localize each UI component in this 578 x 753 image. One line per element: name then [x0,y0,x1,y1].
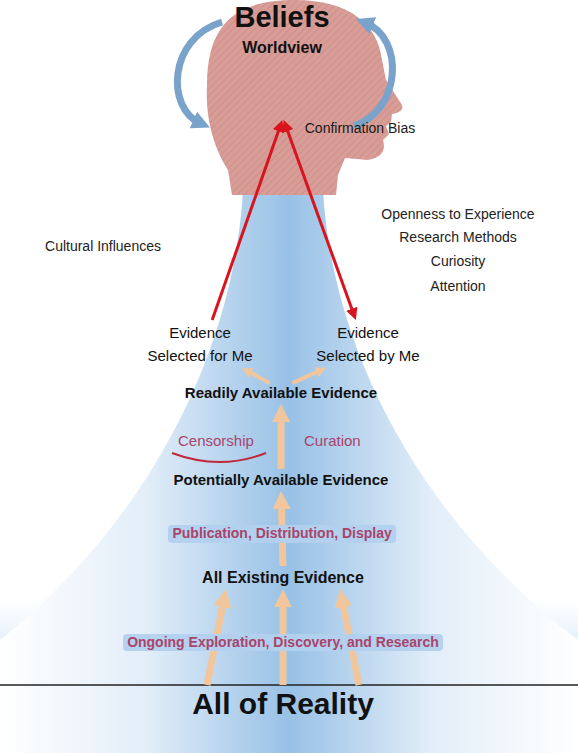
flow-arrow [247,371,269,383]
node-text: Evidence Selected for Me [143,322,258,367]
factor-label: Attention [430,278,485,295]
flow-arrow [292,370,320,383]
evidence-level: Readily Available Evidence [185,384,377,402]
reality-horizon-line [0,684,578,686]
node-text: Confirmation Bias [305,120,416,137]
node-text: All Existing Evidence [202,568,364,587]
node-text: All of Reality [192,687,374,720]
node-text: Evidence Selected by Me [311,322,426,367]
evidence-level: All Existing Evidence [202,568,364,587]
beliefs-heading: Beliefs [234,2,329,34]
factor-label: Curiosity [431,253,485,270]
edge-label: Ongoing Exploration, Discovery, and Rese… [123,634,443,652]
head-outline [207,0,403,195]
evidence-node: Evidence Selected for Me [143,322,258,367]
edge-label: Publication, Distribution, Display [168,525,395,543]
evidence-level: Potentially Available Evidence [174,471,389,489]
node-text: Potentially Available Evidence [174,471,389,489]
censorship-underline [172,453,266,462]
filter-label: Curation [304,432,361,450]
evidence-funnel [0,190,578,753]
worldview-label: Worldview [242,38,322,57]
factor-label: Research Methods [399,229,517,246]
flow-arrow [278,415,285,469]
node-text: Readily Available Evidence [185,384,377,402]
factor-label: Openness to Experience [381,206,534,223]
reality-level: All of Reality [192,687,374,720]
evidence-node: Evidence Selected by Me [311,322,426,367]
influence-label: Cultural Influences [45,238,161,255]
filter-label: Censorship [178,432,254,450]
